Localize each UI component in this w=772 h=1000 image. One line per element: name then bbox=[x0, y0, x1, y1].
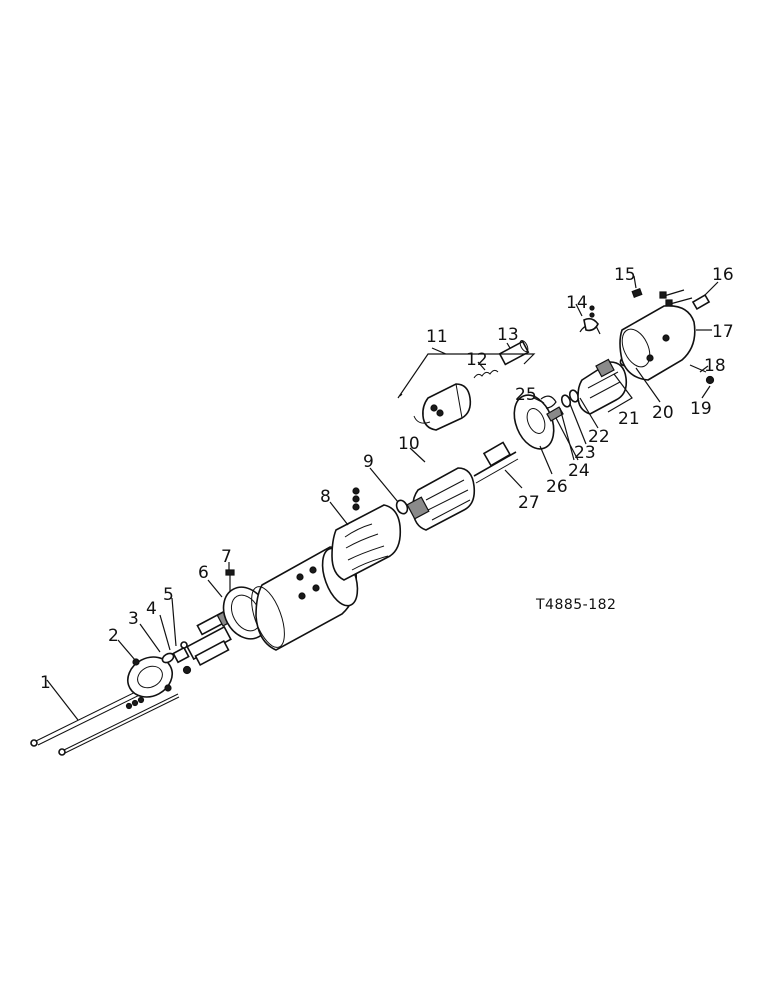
solenoid-assembly bbox=[399, 340, 530, 431]
callout-19: 19 bbox=[690, 399, 712, 419]
armature-washer bbox=[395, 499, 409, 515]
callout-12: 12 bbox=[466, 350, 488, 370]
callout-11: 11 bbox=[426, 327, 448, 347]
callout-24: 24 bbox=[568, 461, 590, 481]
shift-lever bbox=[579, 305, 601, 335]
screw bbox=[225, 569, 235, 592]
callout-7: 7 bbox=[221, 547, 232, 567]
callout-14: 14 bbox=[566, 293, 588, 313]
callout-23: 23 bbox=[574, 443, 596, 463]
nose-housing bbox=[619, 305, 696, 381]
end-cover bbox=[125, 656, 173, 710]
callout-numbers: 1 2 3 4 5 6 7 8 9 10 11 12 13 14 15 16 1… bbox=[40, 265, 734, 693]
clip bbox=[540, 395, 557, 409]
mounting-hardware bbox=[631, 288, 711, 311]
callout-13: 13 bbox=[497, 325, 519, 345]
callout-16: 16 bbox=[712, 265, 734, 285]
callout-26: 26 bbox=[546, 477, 568, 497]
callout-9: 9 bbox=[363, 452, 374, 472]
stud-and-nut bbox=[689, 364, 715, 385]
callout-10: 10 bbox=[398, 434, 420, 454]
leader-lines bbox=[46, 275, 719, 721]
figure-code: T4885-182 bbox=[535, 597, 616, 613]
callout-15: 15 bbox=[614, 265, 636, 285]
drive-shaft bbox=[473, 441, 519, 484]
callout-3: 3 bbox=[128, 609, 139, 629]
callout-1: 1 bbox=[40, 673, 51, 693]
callout-8: 8 bbox=[320, 487, 331, 507]
callout-4: 4 bbox=[146, 599, 157, 619]
callout-22: 22 bbox=[588, 427, 610, 447]
solenoid-bracket bbox=[397, 347, 536, 399]
callout-2: 2 bbox=[108, 626, 119, 646]
armature bbox=[406, 467, 476, 531]
callout-17: 17 bbox=[712, 322, 734, 342]
washers-and-bushing bbox=[161, 641, 192, 675]
drive-end-plate bbox=[513, 394, 564, 450]
callout-21: 21 bbox=[618, 409, 640, 429]
callout-25: 25 bbox=[515, 385, 537, 405]
callout-18: 18 bbox=[704, 356, 726, 376]
callout-6: 6 bbox=[198, 563, 209, 583]
callout-27: 27 bbox=[518, 493, 540, 513]
callout-20: 20 bbox=[652, 403, 674, 423]
callout-5: 5 bbox=[163, 585, 174, 605]
field-coils bbox=[331, 487, 402, 581]
